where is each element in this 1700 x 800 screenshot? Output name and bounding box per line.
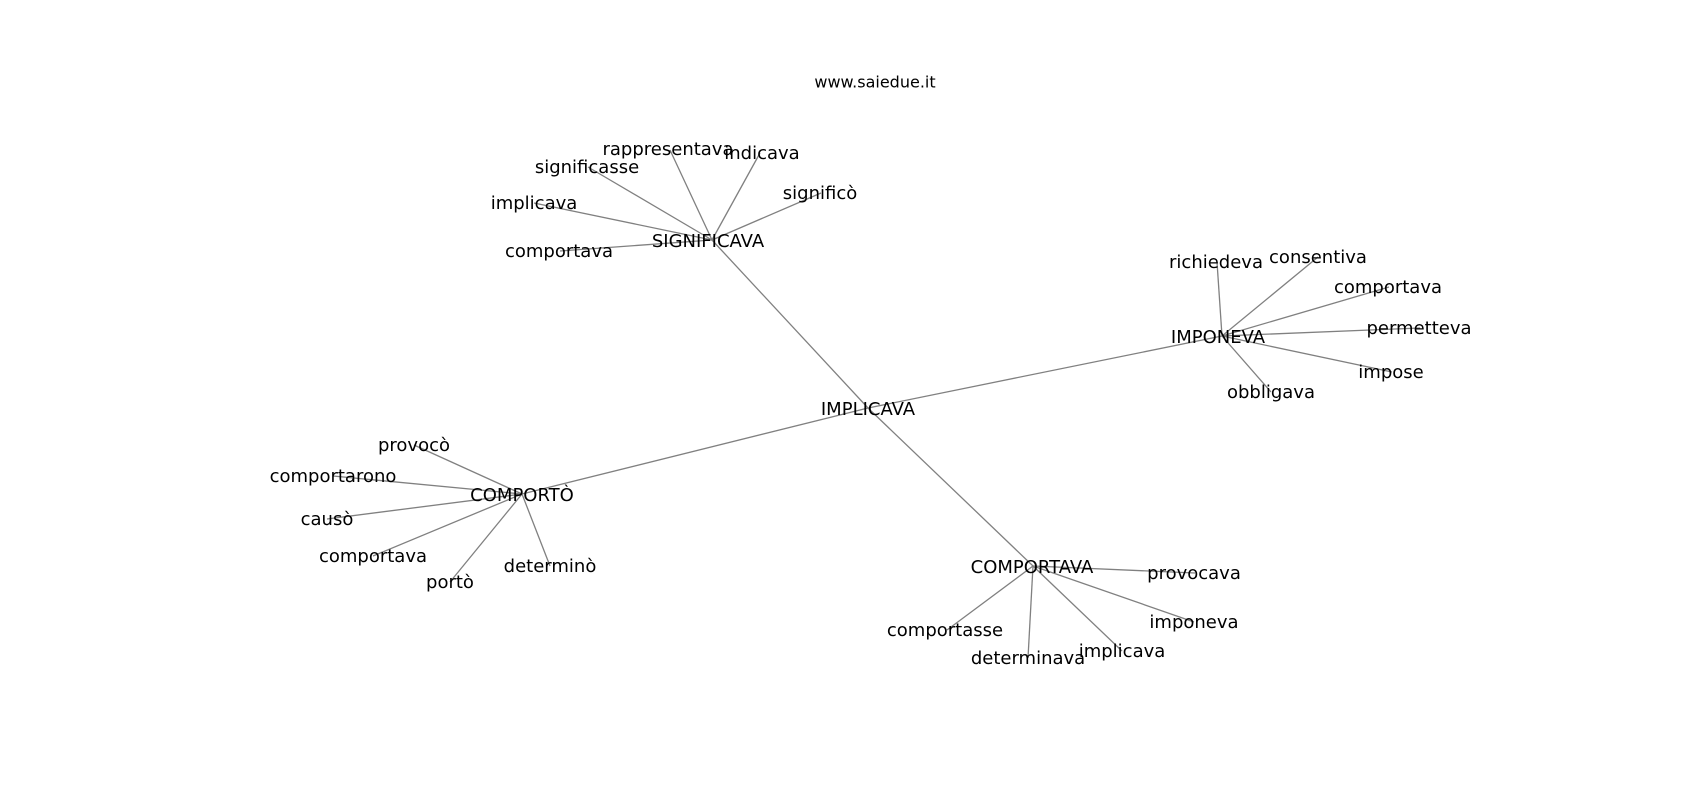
edge-imponeva-leaf	[1221, 335, 1272, 393]
edge-imponeva-leaf	[1216, 261, 1223, 337]
leaf-label: impose	[1358, 362, 1423, 383]
leaf-label: provocava	[1147, 563, 1241, 584]
leaf-label: comportarono	[270, 466, 397, 487]
leaf-label: portò	[426, 572, 474, 593]
leaf-label: rappresentava	[603, 139, 734, 160]
edge-comporto-leaf	[449, 493, 523, 583]
leaf-label: permetteva	[1366, 318, 1471, 339]
edge-comporto-leaf	[326, 493, 523, 520]
center-node-label: IMPLICAVA	[821, 399, 916, 420]
edge-imponeva-leaf	[1221, 327, 1421, 337]
leaf-label: provocò	[378, 435, 450, 456]
edge-center-imponeva	[867, 335, 1223, 409]
edge-significava-leaf	[559, 239, 713, 252]
leaf-label: comportava	[319, 546, 427, 567]
edge-significava-leaf	[711, 152, 761, 241]
edge-center-significava	[711, 239, 869, 409]
edge-comporto-leaf	[521, 493, 551, 567]
edge-center-comportava	[867, 407, 1034, 567]
edge-imponeva-leaf	[1221, 286, 1390, 337]
leaf-label: comportava	[505, 241, 613, 262]
edge-significava-leaf	[587, 166, 713, 241]
leaf-label: significò	[783, 183, 857, 204]
leaf-label: richiedeva	[1169, 252, 1263, 273]
edge-comportava-leaf	[1032, 565, 1196, 574]
leaf-label: consentiva	[1269, 247, 1367, 268]
edge-center-comporto	[521, 407, 869, 495]
edge-imponeva-leaf	[1221, 256, 1319, 337]
leaf-label: causò	[301, 509, 354, 530]
leaf-label: comportasse	[887, 620, 1003, 641]
edge-comportava-leaf	[1032, 565, 1195, 623]
edge-comporto-leaf	[332, 475, 523, 495]
leaf-label: imponeva	[1149, 612, 1238, 633]
leaf-label: determinava	[971, 648, 1085, 669]
leaf-label: determinò	[504, 556, 597, 577]
hub-label-comporto: COMPORTÒ	[470, 484, 574, 506]
edge-significava-leaf	[711, 192, 822, 241]
leaf-label: comportava	[1334, 277, 1442, 298]
leaf-label: implicava	[1079, 641, 1166, 662]
edge-comporto-leaf	[413, 444, 523, 495]
edge-comportava-leaf	[1032, 565, 1123, 652]
edge-significava-leaf	[669, 149, 713, 241]
hub-label-imponeva: IMPONEVA	[1171, 327, 1266, 348]
leaf-label: significasse	[535, 157, 639, 178]
leaf-label: implicava	[491, 193, 578, 214]
hub-label-significava: SIGNIFICAVA	[652, 231, 765, 252]
hub-label-comportava: COMPORTAVA	[971, 557, 1094, 578]
edge-imponeva-leaf	[1221, 335, 1393, 373]
leaf-label: obbligava	[1227, 382, 1315, 403]
edge-comportava-leaf	[1027, 565, 1034, 659]
edge-significava-leaf	[533, 202, 713, 241]
leaf-label: indicava	[724, 143, 799, 164]
site-watermark: www.saiedue.it	[814, 73, 935, 92]
edge-comporto-leaf	[372, 493, 523, 557]
edge-comportava-leaf	[946, 565, 1034, 631]
